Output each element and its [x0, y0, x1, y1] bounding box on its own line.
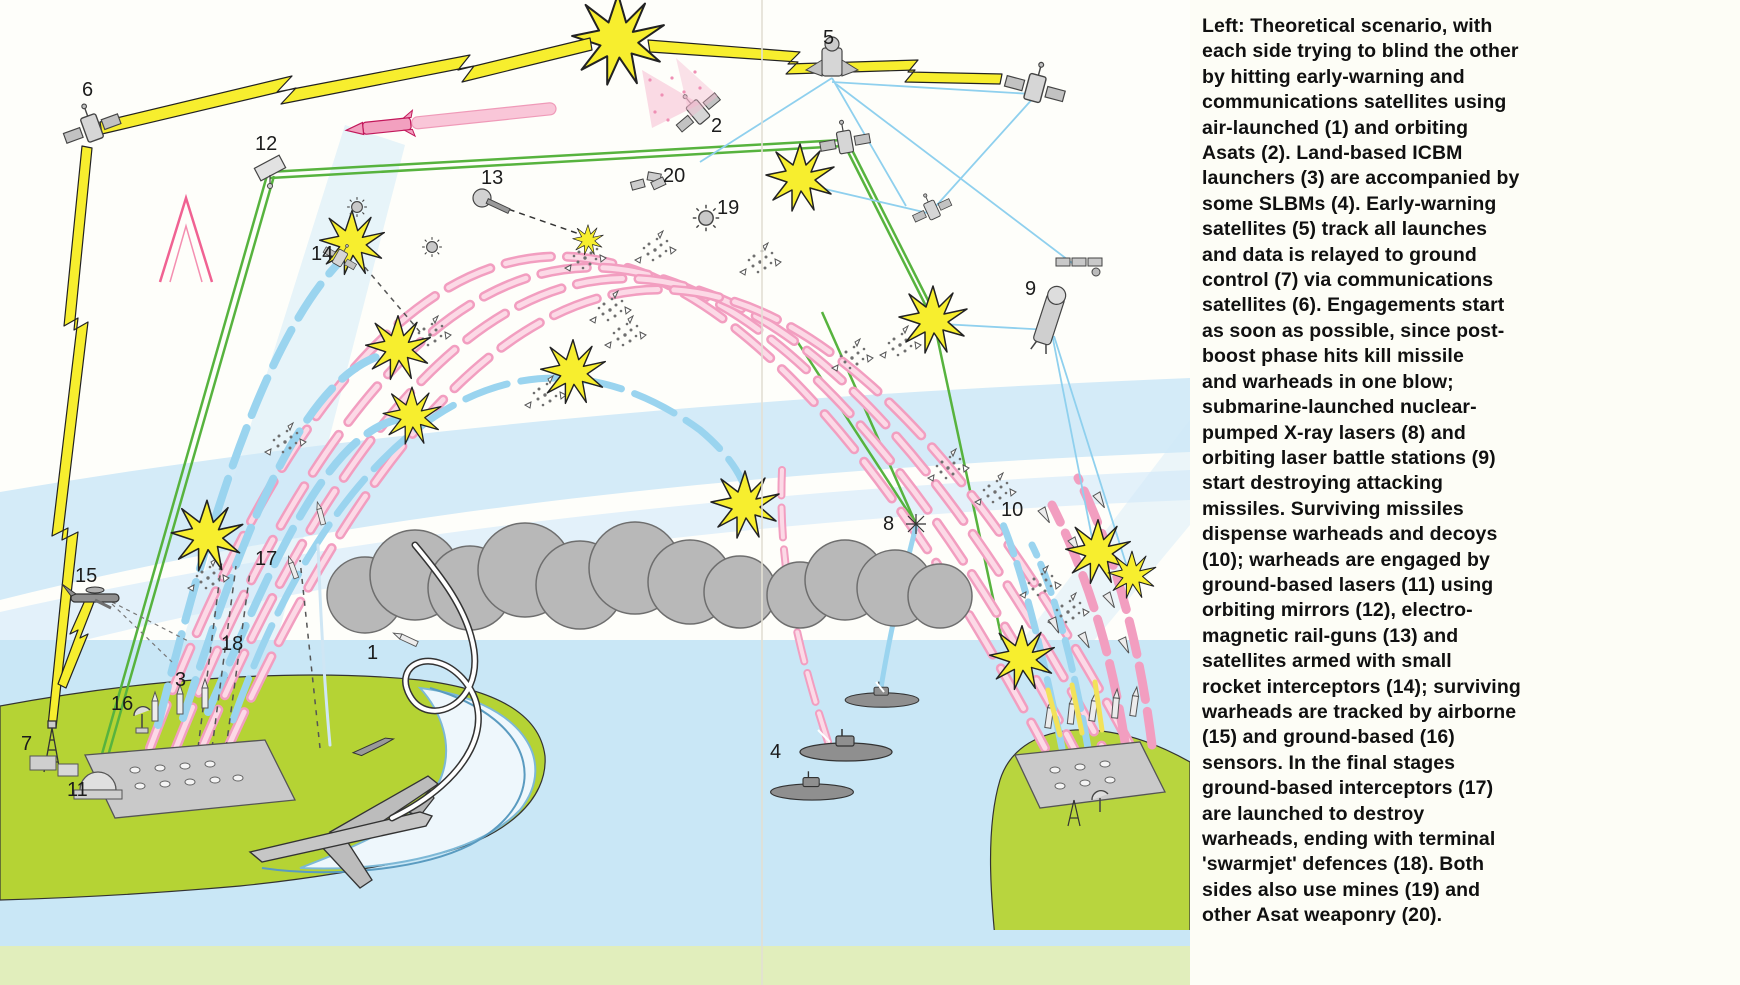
right-tower: [1067, 799, 1081, 827]
shoreline-curve: [261, 687, 526, 874]
ground-laser-dome-11: [79, 771, 117, 791]
early-warning-satellite-5: [804, 36, 860, 77]
caption-text: Left: Theoretical scenario, with each si…: [1202, 15, 1521, 927]
ground-site-left: [29, 500, 327, 819]
thin-laser-beams: [699, 77, 1129, 571]
ground-building: [57, 763, 79, 777]
dome-base: [73, 789, 123, 800]
airborne-sensor-aircraft-15: [61, 583, 120, 610]
right-radar: [1091, 790, 1109, 812]
rail-gun-13: [472, 188, 511, 215]
laser-battle-station-9: [1030, 285, 1067, 354]
fighter-aircraft: [351, 737, 396, 757]
caption-panel: Left: Theoretical scenario, with each si…: [1202, 14, 1558, 929]
lightning-comm-links: [47, 37, 1003, 729]
xray-laser-point-8: [906, 514, 926, 534]
orbiting-mirror-12: [253, 154, 287, 189]
air-launched-asat-missile: [344, 102, 557, 138]
solar-array-satellite: [1055, 257, 1103, 277]
pink-weapon-effects: [158, 58, 718, 283]
orbital-objects: [55, 36, 1103, 534]
green-laser-beams: [96, 138, 1004, 771]
scenario-artwork: [0, 0, 1190, 985]
asat-weaponry-20: [629, 171, 667, 191]
launching-missiles: [1044, 679, 1141, 738]
cloud-bank: [326, 521, 973, 634]
aircraft-group: [61, 541, 482, 889]
defence-dashed-lines: [111, 201, 586, 749]
ground-sensor-16: [133, 706, 151, 734]
asat-launch-loop: [388, 541, 482, 822]
bottom-strips: [0, 930, 1190, 985]
ground-building: [29, 755, 57, 771]
ground-site-right: [1014, 679, 1166, 827]
submarines: [769, 680, 920, 801]
missile-trajectories-blue: [154, 246, 1092, 752]
